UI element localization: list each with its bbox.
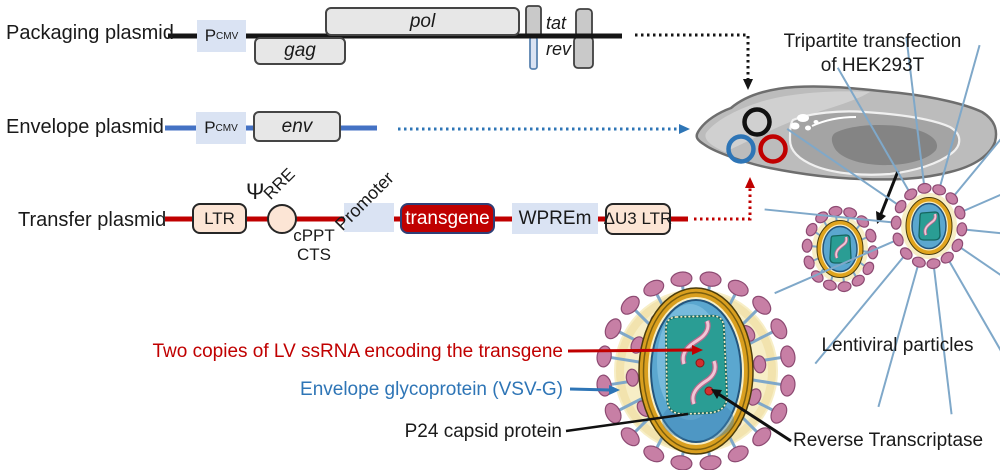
virion-cross-section-diagram [596, 271, 796, 470]
tripartite-caption: Tripartite transfection of HEK293T [760, 30, 985, 78]
cppt-label: cPPT [293, 226, 335, 245]
rev-exon2-box [573, 36, 594, 69]
ssrna-strands [680, 319, 718, 406]
du3-ltr-box: ΔU3 LTR [604, 203, 672, 235]
rre-circle [267, 204, 297, 234]
envelope-transfection-arrow [398, 124, 690, 134]
packaging-plasmid-label: Packaging plasmid [6, 22, 174, 44]
tat-exon2-box [575, 8, 593, 38]
pol-gene-box: pol [325, 7, 520, 36]
pcmv-sub-label: CMV [215, 122, 238, 134]
pcmv-sub-label: CMV [216, 30, 239, 42]
reverse-transcriptase-dot [704, 386, 714, 396]
tripartite-caption-line2: of HEK293T [820, 55, 925, 76]
lentiviral-particle-icon [764, 37, 1000, 415]
pcmv-label: P [204, 118, 216, 137]
tripartite-caption-line1: Tripartite transfection [783, 31, 962, 52]
ltr-box: LTR [192, 203, 247, 234]
packaging-plasmid-circle-icon [742, 107, 772, 137]
capsid-callout-label: P24 capsid protein [404, 421, 562, 442]
rev-label: rev [546, 39, 572, 59]
tat-exon1-box [525, 5, 542, 38]
hek293t-cell-illustration [695, 85, 998, 181]
gag-gene-box: gag [254, 37, 346, 65]
glycoprotein-callout-arrow [569, 385, 620, 395]
rev-exon1-bar [529, 36, 538, 70]
tat-label: tat [546, 13, 567, 33]
cts-label: CTS [297, 245, 331, 264]
transfer-plasmid-label: Transfer plasmid [18, 209, 167, 231]
wprem-box: WPREm [512, 203, 598, 234]
rt-callout-label: Reverse Transcriptase [793, 430, 984, 451]
reverse-transcriptase-dot [695, 358, 705, 368]
psi-packaging-signal: Ψ [246, 179, 265, 204]
cell-vesicle [797, 114, 809, 122]
transfer-transfection-arrow [694, 177, 755, 221]
transgene-box: transgene [400, 203, 495, 234]
rna-callout-arrow [567, 345, 703, 355]
rt-callout-arrow [711, 389, 792, 443]
lentiviral-particle-icon [801, 205, 879, 293]
transfer-plasmid-circle-icon [758, 134, 788, 164]
lentiviral-particles-caption: Lentiviral particles [821, 335, 974, 356]
envelope-plasmid-label: Envelope plasmid [6, 116, 164, 138]
glycoprotein-callout-label: Envelope glycoprotein (VSV-G) [300, 379, 563, 400]
capsid-callout-line [565, 412, 689, 433]
rna-callout-label: Two copies of LV ssRNA encoding the tran… [152, 341, 563, 362]
envelope-plasmid-circle-icon [726, 134, 756, 164]
packaging-transfection-arrow [635, 33, 753, 90]
pcmv-label: P [204, 26, 217, 45]
env-gene-box: env [253, 111, 341, 142]
promoter-box [344, 203, 394, 232]
